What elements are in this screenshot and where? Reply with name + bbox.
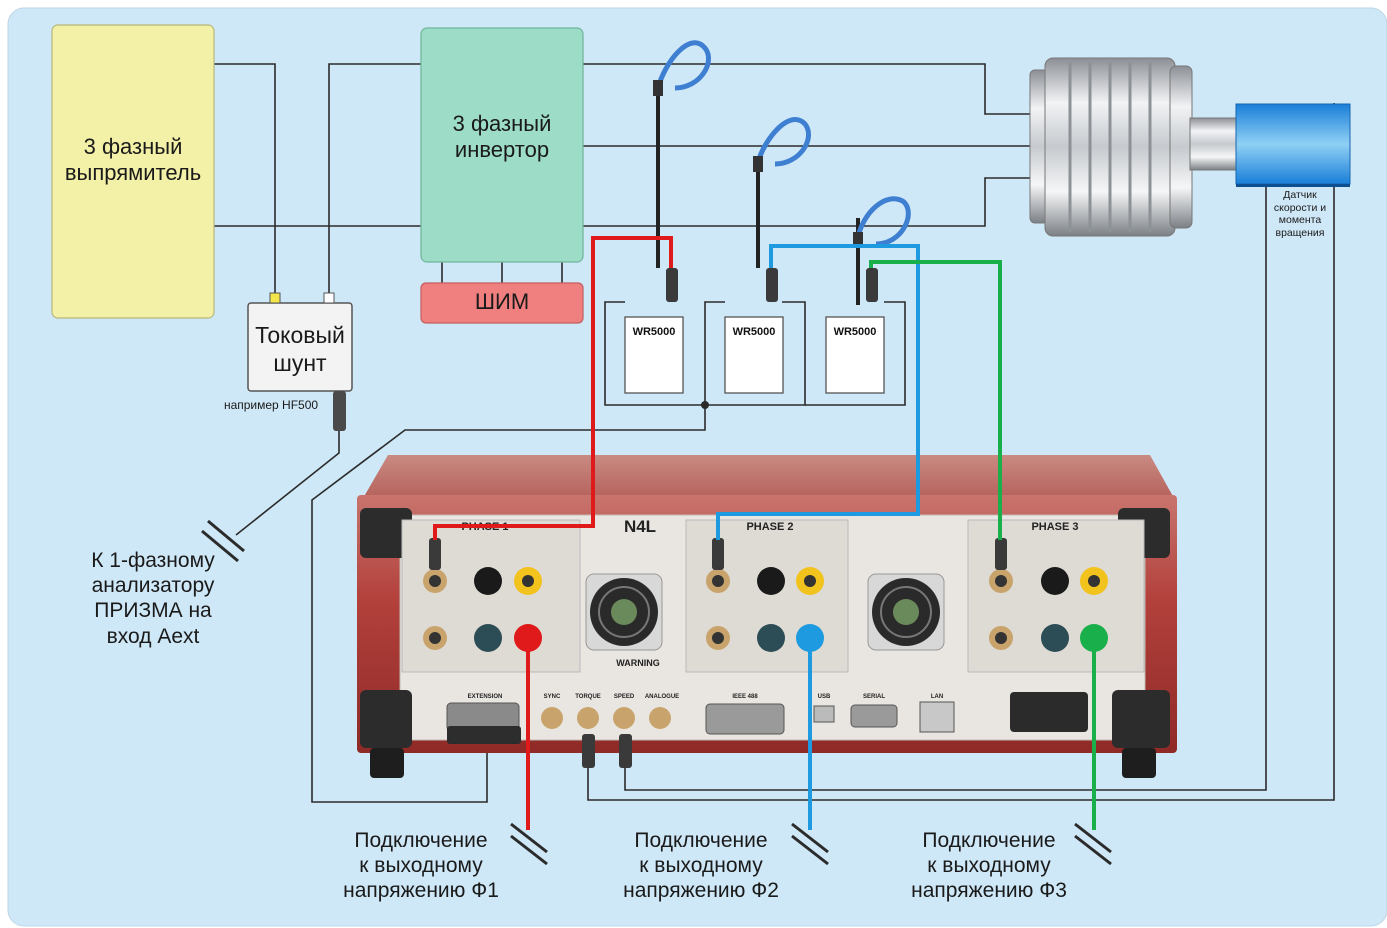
- rectifier-label: 3 фазный выпрямитель: [52, 134, 214, 187]
- wr5000-sensor-3: [825, 268, 885, 394]
- phase-2-label: PHASE 2: [746, 521, 793, 533]
- inverter-box: [420, 27, 584, 263]
- break-marks: [201, 519, 1112, 866]
- power-wiring: [214, 63, 1335, 803]
- aext-note-line3: ПРИЗМА на: [94, 599, 212, 623]
- pwm-box: [420, 282, 584, 324]
- svg-text:IEEE 488: IEEE 488: [732, 694, 758, 700]
- rear-ports: [446, 692, 1088, 735]
- motor-sensor-line1: Датчик: [1283, 189, 1317, 201]
- motor: [1029, 57, 1239, 237]
- phase-1-wiring: [433, 236, 673, 830]
- voltage-note-2-line1: Подключение: [634, 829, 768, 852]
- voltage-note-1-line1: Подключение: [354, 829, 488, 852]
- fan-icon: [585, 573, 663, 651]
- svg-text:EXTENSION: EXTENSION: [468, 694, 503, 700]
- rectifier-box: [51, 24, 215, 319]
- aext-note-line2: анализатору: [91, 574, 215, 598]
- shunt-connector: [333, 391, 346, 431]
- svg-text:TORQUE: TORQUE: [575, 694, 601, 700]
- svg-text:ANALOGUE: ANALOGUE: [645, 694, 679, 700]
- inverter-label: 3 фазный инвертор: [421, 111, 583, 164]
- svg-text:SPEED: SPEED: [614, 694, 635, 700]
- shunt-example: например HF500: [223, 398, 319, 412]
- phase-3-label: PHASE 3: [1031, 521, 1078, 533]
- motor-sensor-line2: скорости и: [1273, 201, 1327, 214]
- rectifier-label-line2: выпрямитель: [64, 160, 202, 186]
- fan-icon: [867, 573, 945, 651]
- shunt-label-line1: Токовый: [255, 322, 345, 348]
- inverter-label-line1: 3 фазный: [452, 111, 552, 136]
- wr5000-label-3: WR5000: [834, 326, 877, 338]
- motor-sensor-line4: вращения: [1275, 226, 1325, 239]
- aext-note-line4: вход Aext: [106, 624, 200, 648]
- aext-note-line1: К 1-фазному: [91, 549, 215, 572]
- shunt-label-line2: шунт: [273, 349, 327, 376]
- voltage-note-3-line2: к выходному: [927, 854, 1051, 878]
- voltage-note-1-line2: к выходному: [359, 854, 483, 878]
- svg-text:USB: USB: [818, 694, 831, 700]
- shunt-terminal-right: [323, 292, 335, 304]
- wr5000-sensor-1: [624, 268, 684, 394]
- speed-torque-sensor: [1235, 103, 1351, 185]
- warning-label: WARNING: [616, 658, 660, 668]
- power-analyzer-device: [357, 455, 1177, 778]
- voltage-note-3-line3: напряжению Ф3: [911, 879, 1067, 903]
- svg-text:SERIAL: SERIAL: [863, 694, 885, 700]
- voltage-note-3-line1: Подключение: [922, 829, 1056, 852]
- aext-note: К 1-фазному анализатору ПРИЗМА на вход A…: [58, 548, 248, 649]
- wr5000-label-1: WR5000: [633, 326, 676, 338]
- wr5000-label-2: WR5000: [733, 326, 776, 338]
- svg-text:LAN: LAN: [931, 694, 943, 700]
- analyzer-brand: N4L: [624, 517, 656, 536]
- current-probe-3: [853, 196, 911, 305]
- svg-text:SYNC: SYNC: [544, 694, 561, 700]
- phase-2-wiring: [716, 244, 920, 830]
- voltage-note-1-line3: напряжению Ф1: [343, 879, 499, 903]
- rectifier-label-line1: 3 фазный: [83, 134, 183, 159]
- current-probe-2: [753, 117, 812, 268]
- voltage-note-phase-3: Подключение к выходному напряжению Ф3: [894, 828, 1084, 904]
- phase-3-wiring: [869, 260, 1096, 830]
- terminals: [423, 567, 1108, 652]
- wr5000-sensor-2: [724, 268, 784, 394]
- voltage-note-phase-1: Подключение к выходному напряжению Ф1: [326, 828, 516, 904]
- shunt-box: [247, 302, 353, 392]
- pwm-label: ШИМ: [474, 289, 530, 314]
- voltage-note-phase-2: Подключение к выходному напряжению Ф2: [606, 828, 796, 904]
- inverter-label-line2: инвертор: [454, 137, 550, 163]
- motor-sensor-line3: момента: [1278, 214, 1322, 227]
- shunt-label: Токовый шунт: [248, 322, 352, 377]
- voltage-note-2-line3: напряжению Ф2: [623, 879, 779, 903]
- port-labels: EXTENSION SYNC TORQUE SPEED ANALOGUE IEE…: [468, 694, 944, 700]
- voltage-note-2-line2: к выходному: [639, 854, 763, 878]
- motor-sensor-label: Датчик скорости и момента вращения: [1262, 189, 1338, 239]
- shunt-terminal-left: [269, 292, 281, 304]
